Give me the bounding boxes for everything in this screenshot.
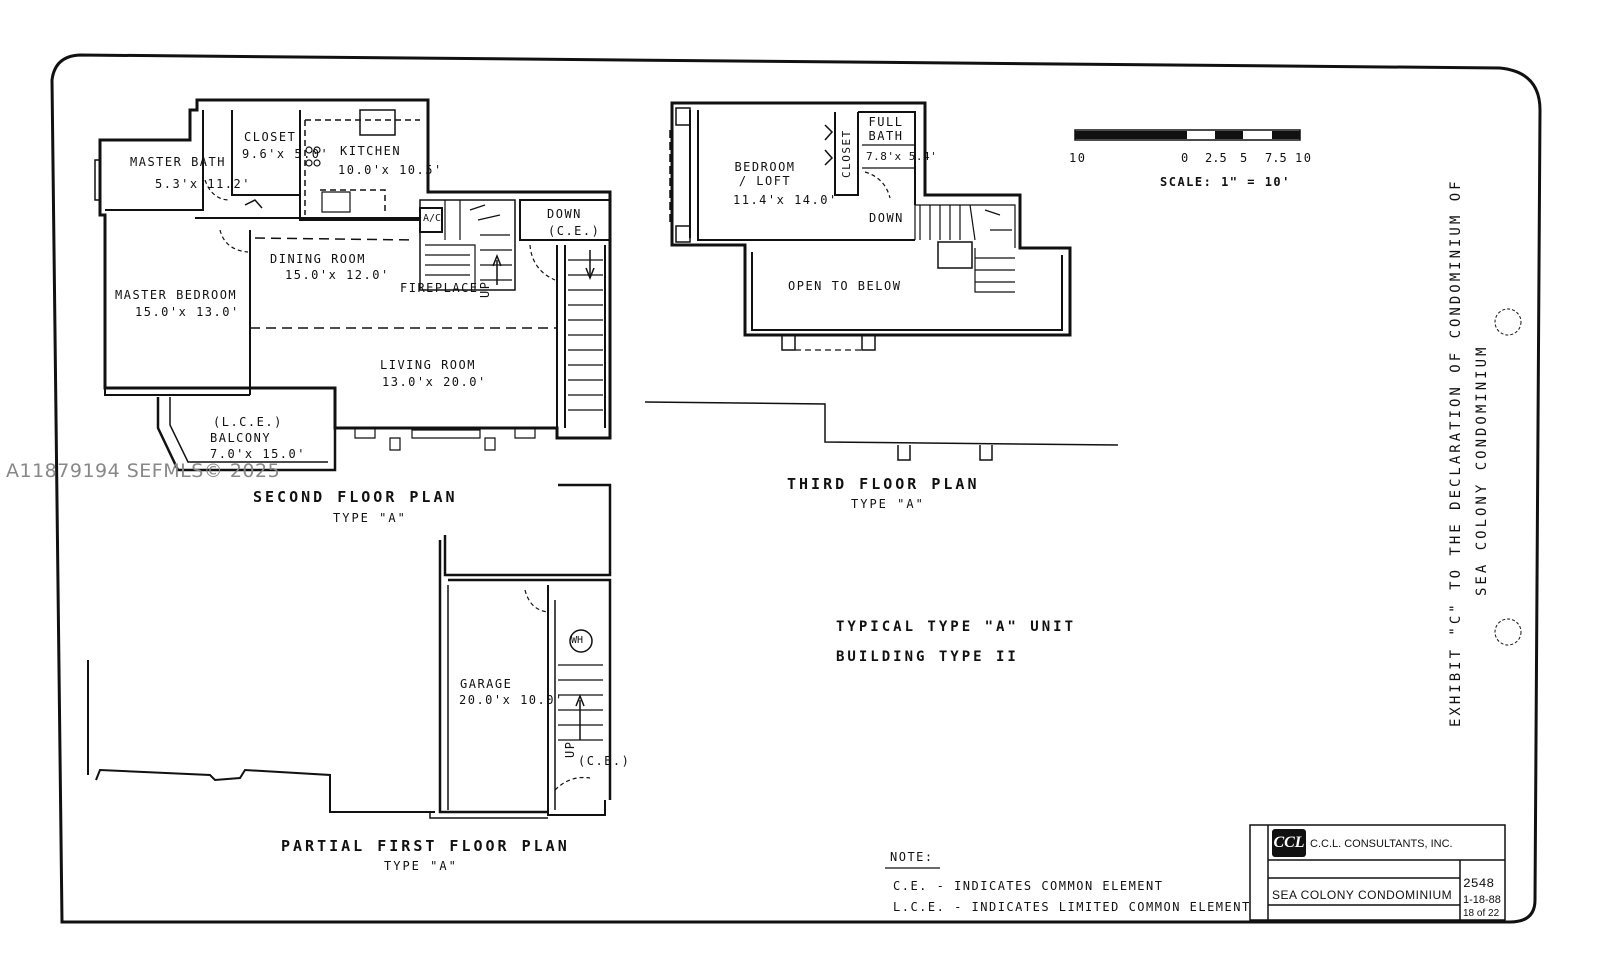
project-name: SEA COLONY CONDOMINIUM (1272, 888, 1453, 902)
master-bedroom-label: MASTER BEDROOM (115, 288, 238, 302)
garage-dim: 20.0'x 10.0' (459, 693, 564, 707)
fireplace-label: FIREPLACE (400, 281, 479, 295)
master-bedroom-dim: 15.0'x 13.0' (135, 305, 240, 319)
note-ce: C.E. - INDICATES COMMON ELEMENT (893, 879, 1164, 893)
watermark: A11879194 SEFMLS© 2025 (6, 460, 281, 482)
third-floor-down-label: DOWN (869, 211, 904, 225)
balcony-dim: 7.0'x 15.0' (210, 447, 306, 461)
building-caption: BUILDING TYPE II (836, 649, 1019, 665)
exhibit-title: EXHIBIT "C" TO THE DECLARATION OF CONDOM… (1448, 178, 1464, 727)
sheet-number: 18 of 22 (1463, 908, 1500, 919)
scale-tick-10-left: 10 (1069, 151, 1087, 165)
loft-label: BEDROOM / LOFT (734, 160, 796, 188)
scale-tick-2-5: 2.5 (1205, 151, 1227, 165)
title-block-lines (1249, 824, 1506, 921)
scale-tick-0: 0 (1181, 151, 1190, 165)
job-number: 2548 (1463, 876, 1495, 891)
firm-name: C.C.L. CONSULTANTS, INC. (1310, 838, 1453, 850)
balcony-label: BALCONY (210, 431, 272, 445)
third-floor-closet-label: CLOSET (840, 129, 853, 178)
first-floor-title: PARTIAL FIRST FLOOR PLAN (281, 837, 570, 855)
master-bath-dim: 5.3'x 11.2' (155, 177, 251, 191)
scale-bar (1074, 129, 1301, 141)
scale-tick-5: 5 (1240, 151, 1249, 165)
full-bath-dim: 7.8'x 5.4' (866, 150, 938, 163)
ac-label: A/C (423, 213, 442, 224)
third-floor-title: THIRD FLOOR PLAN (787, 475, 980, 493)
dining-room-label: DINING ROOM (270, 252, 366, 266)
note-heading: NOTE: (890, 850, 934, 864)
note-lce: L.C.E. - INDICATES LIMITED COMMON ELEMEN… (893, 900, 1251, 914)
first-floor-up-label: UP (563, 740, 577, 758)
scale-label: SCALE: 1" = 10' (1160, 175, 1291, 189)
first-floor-ce-label: (C.E.) (578, 754, 631, 768)
third-floor-type: TYPE "A" (851, 497, 925, 511)
closet-label: CLOSET (244, 130, 297, 144)
kitchen-label: KITCHEN (340, 144, 402, 158)
drawing-date: 1-18-88 (1463, 894, 1501, 906)
living-room-label: LIVING ROOM (380, 358, 476, 372)
dining-room-dim: 15.0'x 12.0' (285, 268, 390, 282)
third-floor-walls (644, 101, 1119, 461)
full-bath-label: FULL BATH (868, 115, 904, 143)
second-floor-down-label: DOWN (547, 207, 582, 221)
ccl-logo: CCL (1272, 829, 1306, 857)
second-floor-up-label: UP (478, 280, 492, 298)
master-bath-label: MASTER BATH (130, 155, 226, 169)
kitchen-dim: 10.0'x 10.5' (338, 163, 443, 177)
balcony-tag: (L.C.E.) (213, 415, 283, 429)
sheet-border (50, 53, 1542, 924)
scale-tick-10-right: 10 (1295, 151, 1313, 165)
scale-tick-7-5: 7.5 (1265, 151, 1287, 165)
second-floor-title: SECOND FLOOR PLAN (253, 488, 458, 506)
second-floor-type: TYPE "A" (333, 511, 407, 525)
second-floor-ce-label: (C.E.) (548, 224, 601, 238)
water-heater-label: WH (571, 635, 584, 646)
exhibit-subtitle: SEA COLONY CONDOMINIUM (1474, 344, 1490, 596)
loft-dim: 11.4'x 14.0' (733, 193, 838, 207)
garage-label: GARAGE (460, 677, 513, 691)
closet-dim: 9.6'x 5.0' (242, 147, 330, 161)
unit-caption: TYPICAL TYPE "A" UNIT (836, 619, 1077, 635)
first-floor-walls (87, 483, 612, 819)
living-room-dim: 13.0'x 20.0' (382, 375, 487, 389)
first-floor-type: TYPE "A" (384, 859, 458, 873)
open-to-below-label: OPEN TO BELOW (788, 279, 902, 293)
second-floor-walls (94, 98, 612, 472)
